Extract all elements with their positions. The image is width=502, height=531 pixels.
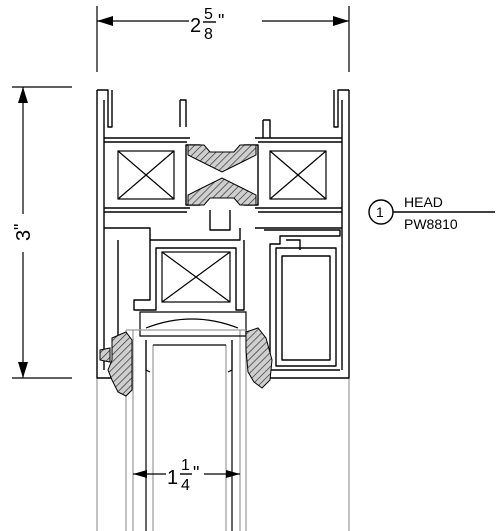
- glass-denominator: 4: [181, 477, 190, 494]
- callout-number: 1: [376, 204, 384, 220]
- right-sash-outline: [264, 229, 341, 371]
- right-fin: [333, 89, 349, 128]
- right-sash-clip: [286, 239, 301, 250]
- glass-whole: 1: [167, 467, 178, 489]
- sash-inner: [133, 240, 237, 311]
- right-outer-wall: [270, 90, 350, 379]
- glass-numerator: 1: [181, 457, 190, 474]
- height-value: 3: [13, 230, 35, 241]
- gaskets: [187, 144, 257, 206]
- insulation-box-center: [161, 251, 231, 303]
- center-right-fin: [262, 119, 271, 138]
- setting-block-curve: [145, 318, 239, 329]
- callout: 1 HEAD PW8810: [368, 194, 495, 232]
- right-wedge-gasket: [245, 327, 273, 389]
- width-whole: 2: [190, 15, 201, 37]
- height-dimension: [12, 86, 72, 379]
- glass-arrow-left-icon: [133, 470, 147, 478]
- glass-edge-lines: [145, 340, 233, 373]
- glass-unit: [96, 330, 350, 531]
- height-unit: ": [11, 224, 31, 230]
- arrow-right-icon: [333, 16, 349, 26]
- arrow-left-icon: [97, 16, 113, 26]
- right-gasket-body: [245, 327, 273, 389]
- callout-part-number: PW8810: [404, 216, 458, 232]
- insulation-box-right: [269, 150, 327, 200]
- center-left-fin: [179, 99, 187, 127]
- upper-gasket: [187, 144, 257, 173]
- width-dimension: [96, 6, 350, 72]
- sash-right-wall: [235, 240, 245, 311]
- insulation-box-left: [117, 150, 175, 200]
- thermal-break-stem: [209, 210, 231, 231]
- left-gasket-fin: [99, 347, 111, 363]
- arrow-down-icon: [18, 362, 28, 378]
- left-gasket-body: [107, 331, 133, 397]
- glass-arrow-right-icon: [226, 470, 240, 478]
- width-unit: ": [218, 11, 224, 31]
- glass-dimension: [133, 470, 240, 478]
- lower-gasket: [187, 177, 257, 206]
- frame-profile: [96, 89, 350, 379]
- left-fin: [97, 89, 113, 128]
- insulation-boxes: [117, 150, 327, 303]
- width-numerator: 5: [204, 6, 213, 23]
- arrow-up-icon: [18, 87, 28, 103]
- right-sash-chamber: [275, 247, 337, 367]
- callout-title: HEAD: [404, 194, 443, 210]
- width-denominator: 8: [204, 26, 213, 43]
- left-wedge-gasket: [99, 331, 133, 397]
- glazing-bead: [126, 311, 247, 373]
- right-sash-inner-chamber: [281, 255, 331, 361]
- glass-unit: ": [193, 463, 199, 483]
